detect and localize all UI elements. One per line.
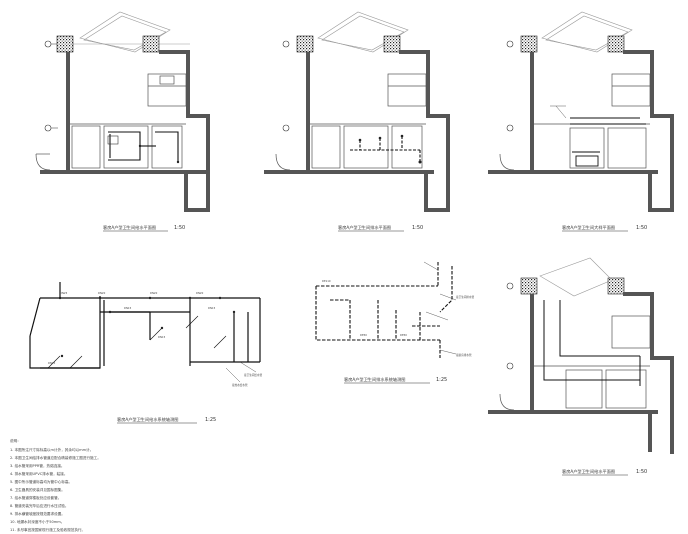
svg-text:DN25: DN25 (60, 291, 68, 295)
drawing-caption: 客房A户型卫生间给水平面图 (103, 224, 156, 231)
note-line: 7. 给水管道穿楼板处应设套管。 (10, 495, 61, 500)
note-line: 3. 给水管采用PPR管，热熔连接。 (10, 463, 65, 468)
svg-text:DN20: DN20 (196, 291, 204, 295)
svg-text:DN15: DN15 (208, 306, 216, 310)
leader-label: 接热水给水管 (232, 383, 248, 387)
note-line: 6. 卫生器具的安装详见国标图集。 (10, 487, 65, 492)
svg-text:DN15: DN15 (158, 335, 166, 339)
note-line: 1. 本图所注尺寸除标高以m计外，其余均以mm计。 (10, 447, 93, 452)
plan-water-supply-2: 客房A户型卫生间给水平面图 1:50 (488, 257, 674, 476)
drawing-caption: 客房A户型卫生间排水平面图 (338, 224, 391, 231)
note-line: 11. 未尽事宜按国家现行施工及验收规范执行。 (10, 527, 85, 532)
drawing-scale: 1:25 (436, 377, 447, 383)
note-line: 8. 管道安装完毕后应进行水压试验。 (10, 503, 68, 508)
leader-label: 接厨房排水管 (456, 353, 472, 357)
drawing-scale: 1:50 (174, 225, 185, 231)
note-line: 4. 排水管采用UPVC排水管，粘接。 (10, 471, 67, 476)
svg-text:DN20: DN20 (150, 291, 158, 295)
leader-label: 接卫生间给水管 (244, 373, 263, 377)
svg-text:DN15: DN15 (124, 306, 132, 310)
note-line: 9. 排水横管坡度按规范要求设置。 (10, 511, 65, 516)
drawing-caption: 客房A户型卫生间排水系统轴测图 (344, 376, 406, 383)
svg-text:DN15: DN15 (48, 361, 56, 365)
plan-drainage: 客房A户型卫生间排水平面图 1:50 (264, 11, 450, 232)
drawing-caption: 客房A户型卫生间给水平面图 (562, 468, 615, 475)
plan-detail: 客房A户型卫生间大样平面图 1:50 (488, 11, 674, 232)
plan-water-supply: 客房A户型卫生间给水平面图 1:50 (35, 11, 210, 232)
leader-label: 接卫生间排水管 (456, 295, 475, 299)
general-notes: 说明： 1. 本图所注尺寸除标高以m计外，其余均以mm计。 2. 本图卫生间给排… (10, 438, 101, 532)
svg-text:DE110: DE110 (322, 279, 331, 283)
note-line: 5. 图中所示管道标高均为管中心标高。 (10, 479, 72, 484)
svg-text:DE50: DE50 (400, 333, 407, 337)
drawing-scale: 1:50 (636, 225, 647, 231)
drawing-scale: 1:50 (636, 469, 647, 475)
drawing-caption: 客房A户型卫生间大样平面图 (562, 224, 615, 231)
drawing-caption: 客房A户型卫生间给水系统轴测图 (117, 416, 179, 423)
note-line: 10. 地漏水封深度不小于50mm。 (10, 519, 64, 524)
svg-text:DE50: DE50 (360, 333, 367, 337)
drawing-scale: 1:50 (412, 225, 423, 231)
drawing-scale: 1:25 (205, 417, 216, 423)
notes-title: 说明： (10, 438, 21, 443)
svg-text:DN20: DN20 (98, 291, 106, 295)
note-line: 2. 本图卫生间给排水管道应配合精装修施工图进行施工。 (10, 455, 101, 460)
